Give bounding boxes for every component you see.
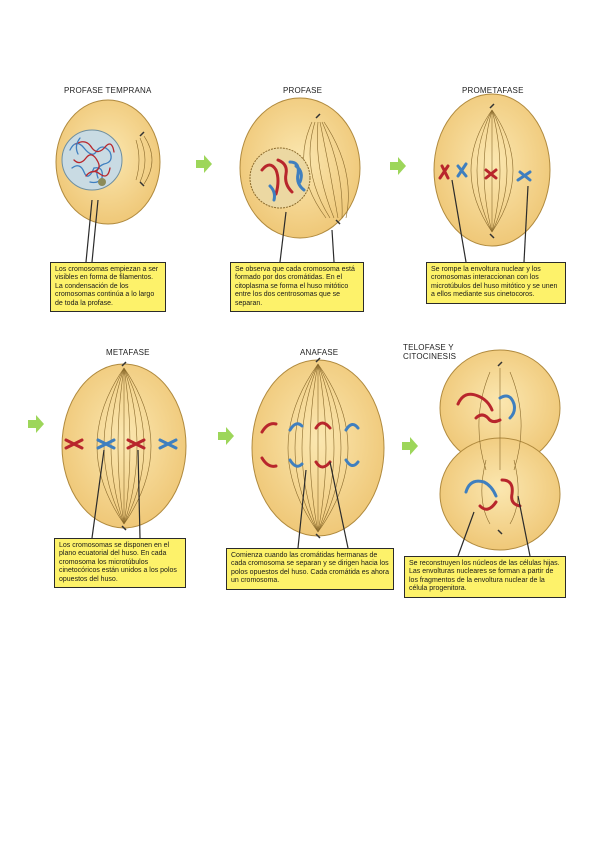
cell-prophase [239,97,361,239]
stage-title-metaphase: METAFASE [106,348,150,357]
stage-title-prophase: PROFASE [283,86,323,95]
cell-metaphase [61,361,187,531]
arrow-icon [390,157,406,175]
cell-prometaphase [433,93,551,247]
cell-early-prophase [55,99,161,225]
arrow-icon [402,437,418,455]
note-prometaphase: Se rompe la envoltura nuclear y los crom… [426,262,566,304]
note-anaphase: Comienza cuando las cromátidas hermanas … [226,548,394,590]
stage-title-early-prophase: PROFASE TEMPRANA [64,86,152,95]
arrow-icon [28,415,44,433]
cell-anaphase [251,357,385,539]
note-early-prophase: Los cromosomas empiezan a ser visibles e… [50,262,166,313]
leader-lines [85,179,531,557]
arrows [28,155,418,455]
stage-title-prometaphase: PROMETAFASE [462,86,524,95]
note-metaphase: Los cromosomas se disponen en el plano e… [54,538,186,589]
cell-telophase [439,349,561,551]
stage-title-telophase: TELOFASE Y CITOCINESIS [403,343,457,361]
stage-title-anaphase: ANAFASE [300,348,339,357]
arrow-icon [196,155,212,173]
note-telophase: Se reconstruyen los núcleos de las célul… [404,556,566,598]
arrow-icon [218,427,234,445]
note-prophase: Se observa que cada cromosoma está forma… [230,262,364,313]
